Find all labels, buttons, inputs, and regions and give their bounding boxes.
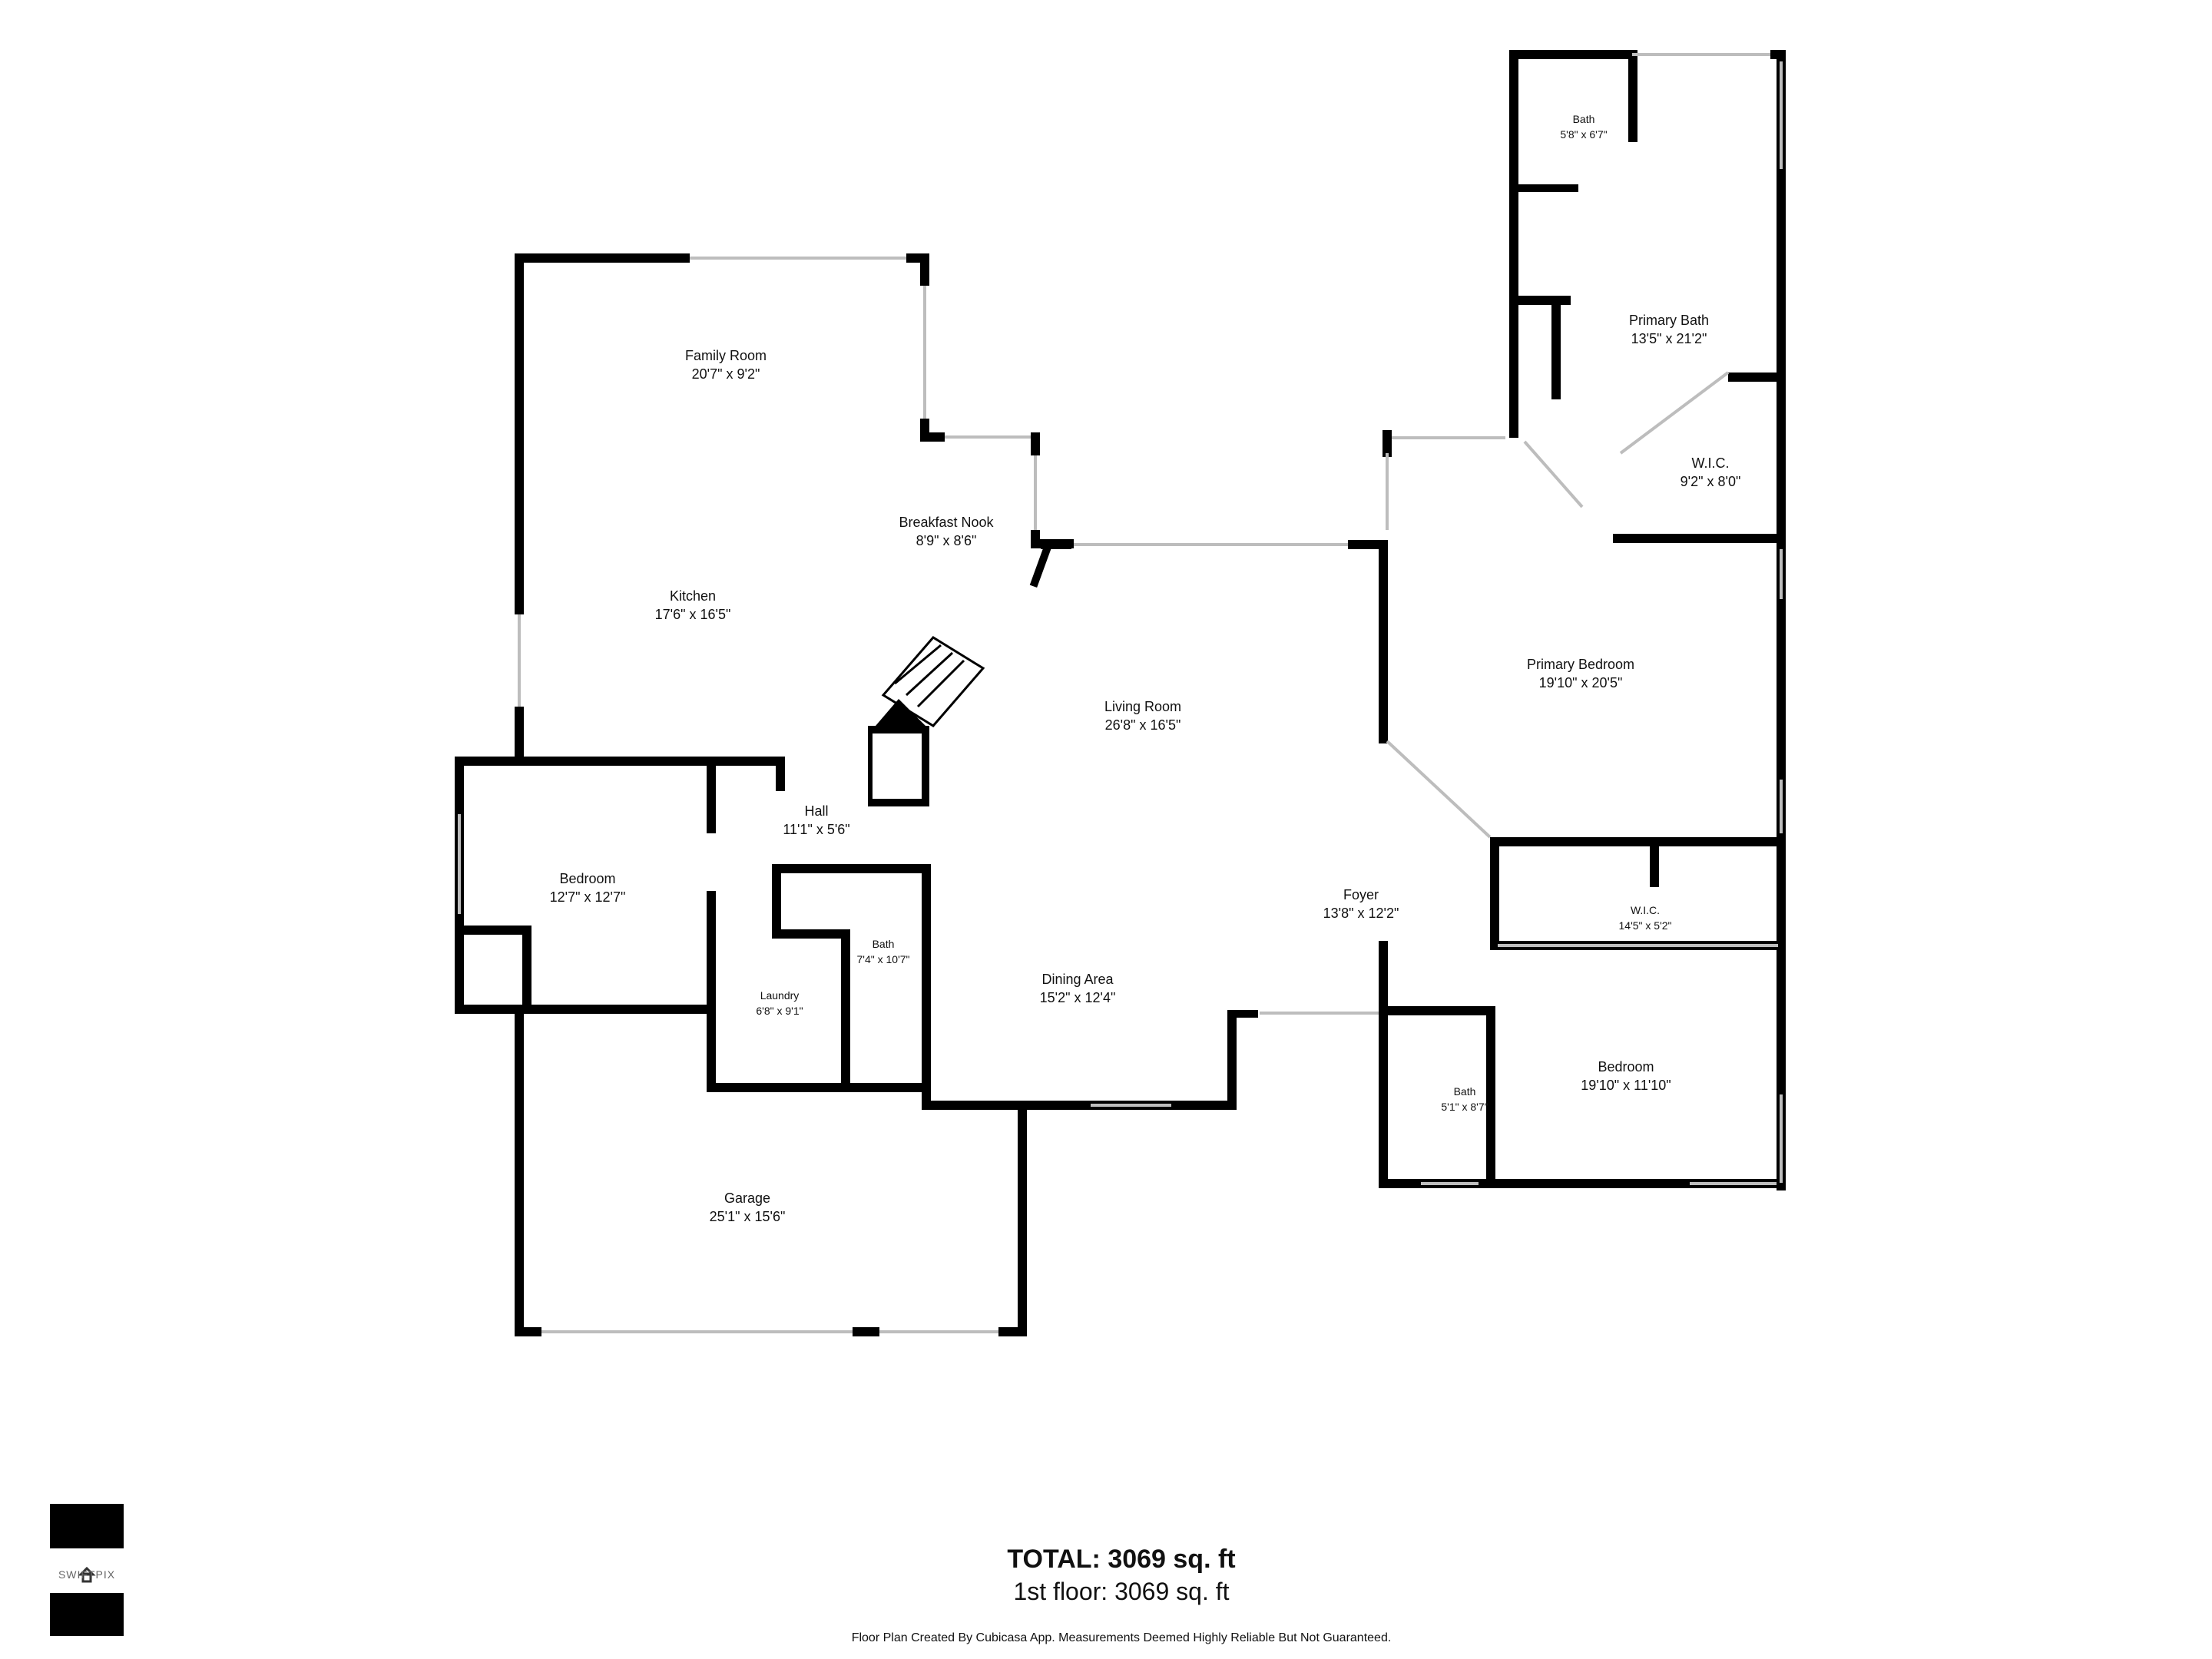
disclaimer-text: Floor Plan Created By Cubicasa App. Meas… (851, 1631, 1392, 1644)
room-dining-area: Dining Area 15'2" x 12'4" (1040, 970, 1116, 1007)
room-dimensions: 7'4" x 10'7" (856, 953, 910, 965)
room-primary-bath: Primary Bath 13'5" x 21'2" (1629, 311, 1709, 348)
room-dimensions: 13'8" x 12'2" (1323, 906, 1399, 921)
room-dimensions: 19'10" x 20'5" (1538, 675, 1623, 690)
room-name: Bedroom (1598, 1059, 1654, 1075)
room-name: Kitchen (669, 588, 717, 604)
room-laundry: Laundry 6'8" x 9'1" (756, 988, 803, 1018)
room-dimensions: 5'8" x 6'7" (1560, 128, 1608, 141)
room-foyer: Foyer 13'8" x 12'2" (1323, 886, 1399, 922)
room-name: Laundry (760, 989, 800, 1002)
room-name: Bath (1453, 1085, 1476, 1098)
swiftpix-logo: SWIFTPIX (50, 1504, 124, 1636)
room-dimensions: 9'2" x 8'0" (1680, 474, 1741, 489)
room-wic-east: W.I.C. 14'5" x 5'2" (1619, 902, 1672, 933)
area-totals: TOTAL: 3069 sq. ft 1st floor: 3069 sq. f… (1007, 1542, 1235, 1607)
room-dimensions: 20'7" x 9'2" (691, 366, 760, 382)
room-bath-hall: Bath 7'4" x 10'7" (857, 936, 910, 967)
room-bath-primary-small: Bath 5'8" x 6'7" (1560, 111, 1607, 142)
total-area: TOTAL: 3069 sq. ft (1007, 1545, 1236, 1574)
floor-area: 1st floor: 3069 sq. ft (1013, 1578, 1230, 1605)
room-family-room: Family Room 20'7" x 9'2" (685, 346, 767, 383)
logo-text: SWIFTPIX (58, 1568, 116, 1581)
room-name: Primary Bedroom (1526, 657, 1635, 672)
room-bedroom-west: Bedroom 12'7" x 12'7" (550, 869, 626, 906)
fireplace-hatch (881, 636, 985, 727)
logo-bottom-bar (50, 1593, 124, 1636)
house-lock-icon (78, 1566, 96, 1583)
room-bath-east: Bath 5'1" x 8'7" (1441, 1084, 1488, 1114)
room-hall: Hall 11'1" x 5'6" (783, 802, 849, 839)
room-dimensions: 15'2" x 12'4" (1039, 990, 1116, 1005)
room-dimensions: 8'9" x 8'6" (916, 533, 977, 548)
room-living-room: Living Room 26'8" x 16'5" (1104, 697, 1181, 734)
room-dimensions: 12'7" x 12'7" (549, 889, 626, 905)
room-dimensions: 6'8" x 9'1" (756, 1005, 803, 1017)
room-name: W.I.C. (1630, 904, 1661, 916)
windows (458, 53, 1783, 1333)
room-name: Bedroom (559, 871, 616, 886)
room-name: Bath (872, 938, 895, 950)
room-name: W.I.C. (1691, 455, 1730, 471)
room-name: Bath (1572, 113, 1595, 125)
room-name: Primary Bath (1628, 313, 1710, 328)
room-name: Family Room (684, 348, 767, 363)
room-name: Living Room (1104, 699, 1182, 714)
room-dimensions: 19'10" x 11'10" (1581, 1078, 1671, 1093)
room-dimensions: 5'1" x 8'7" (1441, 1101, 1488, 1113)
room-wic-primary: W.I.C. 9'2" x 8'0" (1681, 454, 1741, 491)
room-name: Breakfast Nook (899, 515, 994, 530)
room-dimensions: 25'1" x 15'6" (709, 1209, 786, 1224)
room-name: Foyer (1343, 887, 1379, 902)
room-dimensions: 11'1" x 5'6" (783, 822, 850, 837)
room-breakfast-nook: Breakfast Nook 8'9" x 8'6" (899, 513, 993, 550)
room-dimensions: 13'5" x 21'2" (1631, 331, 1707, 346)
room-dimensions: 17'6" x 16'5" (654, 607, 731, 622)
logo-top-bar (50, 1504, 124, 1548)
room-dimensions: 14'5" x 5'2" (1618, 919, 1672, 932)
room-primary-bedroom: Primary Bedroom 19'10" x 20'5" (1527, 655, 1634, 692)
room-garage: Garage 25'1" x 15'6" (710, 1189, 786, 1226)
room-kitchen: Kitchen 17'6" x 16'5" (655, 587, 731, 624)
walls (455, 50, 1786, 1336)
room-dimensions: 26'8" x 16'5" (1104, 717, 1181, 733)
room-name: Dining Area (1041, 972, 1114, 987)
room-name: Hall (804, 803, 829, 819)
room-bedroom-east: Bedroom 19'10" x 11'10" (1581, 1058, 1671, 1094)
room-name: Garage (724, 1190, 771, 1206)
